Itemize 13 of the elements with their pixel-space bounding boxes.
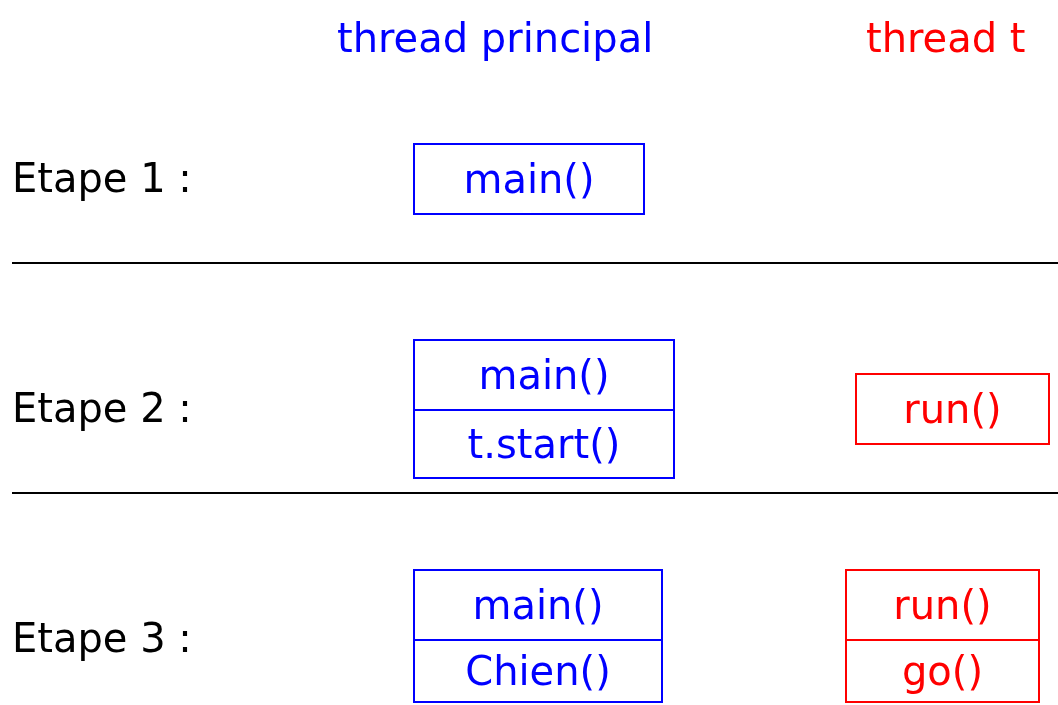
stack-frame: main() [413, 143, 645, 215]
step-label: Etape 3 : [12, 614, 192, 662]
stack-frame: t.start() [413, 409, 675, 479]
step-label: Etape 1 : [12, 154, 192, 202]
stack-frame: main() [413, 569, 663, 641]
stack-frame: Chien() [413, 639, 663, 703]
column-heading: thread t [866, 14, 1026, 62]
stack-frame: main() [413, 339, 675, 411]
stack-frame: run() [855, 373, 1050, 445]
step-label: Etape 2 : [12, 384, 192, 432]
column-heading: thread principal [337, 14, 654, 62]
stack-frame: run() [845, 569, 1040, 641]
stack-frame: go() [845, 639, 1040, 703]
